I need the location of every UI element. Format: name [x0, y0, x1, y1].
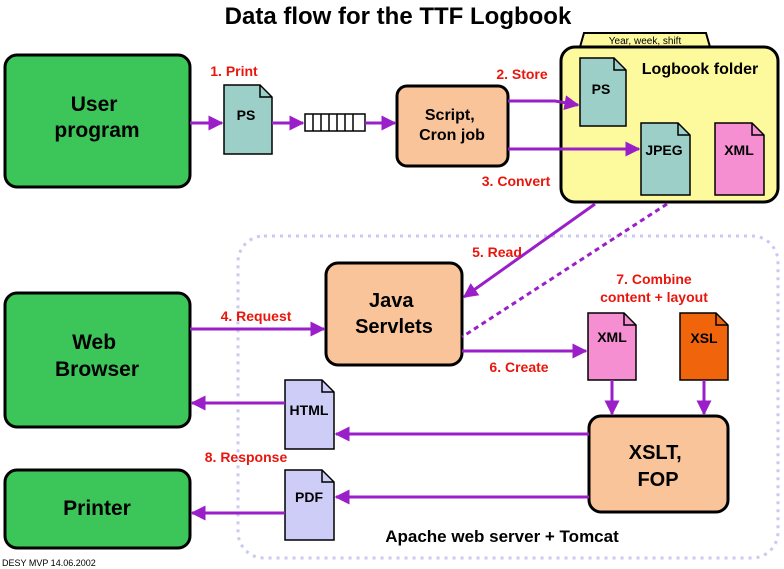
doc-xsl: XSL	[679, 312, 729, 381]
svg-text:User program: User program	[54, 93, 139, 142]
doc-ps-folder: PS	[579, 57, 627, 127]
step-request: 4. Request	[221, 308, 292, 324]
script-cron-box: Script, Cron job	[395, 84, 510, 168]
java-servlets-label-1: Java	[369, 290, 414, 312]
user-program-box: User program	[3, 53, 192, 189]
doc-xml-created-label: XML	[597, 329, 627, 345]
script-label-1: Script,	[425, 107, 475, 124]
step-store: 2. Store	[496, 66, 548, 82]
web-browser-label-1: Web	[72, 331, 116, 354]
script-label-2: Cron job	[419, 127, 485, 144]
xslt-fop-label-2: FOP	[637, 469, 678, 491]
step-combine-2: content + layout	[600, 289, 708, 305]
doc-xml-created: XML	[587, 312, 637, 381]
doc-pdf-label: PDF	[295, 489, 323, 505]
user-program-label-1: User	[71, 93, 118, 116]
folder-title: Logbook folder	[642, 61, 758, 78]
step-combine-1: 7. Combine	[616, 271, 692, 287]
web-browser-label-2: Browser	[55, 358, 139, 381]
print-queue	[304, 113, 366, 132]
doc-jpeg-label: JPEG	[645, 142, 682, 158]
doc-ps-print: PS	[223, 84, 273, 155]
xslt-fop-label-1: XSLT,	[629, 442, 682, 464]
doc-xsl-label: XSL	[690, 330, 718, 346]
folder-tab-label: Year, week, shift	[609, 36, 682, 47]
svg-text:Script, Cron job: Script, Cron job	[419, 107, 485, 144]
arrow-read	[462, 202, 596, 299]
java-servlets-box: Java Servlets	[324, 261, 464, 367]
doc-xml-folder-label: XML	[724, 142, 754, 158]
arrow-store	[508, 95, 580, 111]
step-create: 6. Create	[489, 359, 548, 375]
arrow-read-xml-dashed	[461, 202, 668, 339]
step-read: 5. Read	[472, 244, 522, 260]
doc-html-label: HTML	[290, 402, 329, 418]
svg-text:XSLT, FOP: XSLT, FOP	[629, 442, 688, 491]
step-convert: 3. Convert	[482, 173, 551, 189]
server-label: Apache web server + Tomcat	[385, 527, 619, 546]
doc-html: HTML	[284, 379, 335, 450]
printer-box: Printer	[3, 468, 192, 550]
user-program-label-2: program	[54, 119, 139, 142]
printer-label: Printer	[63, 497, 131, 520]
doc-pdf: PDF	[284, 469, 335, 541]
step-print: 1. Print	[210, 63, 258, 79]
step-response: 8. Response	[205, 449, 288, 465]
diagram-title: Data flow for the TTF Logbook	[225, 3, 572, 30]
web-browser-box: Web Browser	[3, 291, 192, 429]
footer-credit: DESY MVP 14.06.2002	[2, 558, 96, 568]
svg-text:Java Servlets: Java Servlets	[355, 290, 433, 338]
doc-jpeg: JPEG	[640, 122, 691, 196]
doc-ps-print-label: PS	[237, 107, 256, 123]
xslt-fop-box: XSLT, FOP	[587, 414, 730, 514]
doc-xml-folder: XML	[714, 122, 765, 196]
svg-text:Web Browser: Web Browser	[55, 331, 139, 381]
doc-ps-folder-label: PS	[592, 81, 611, 97]
java-servlets-label-2: Servlets	[355, 316, 433, 338]
